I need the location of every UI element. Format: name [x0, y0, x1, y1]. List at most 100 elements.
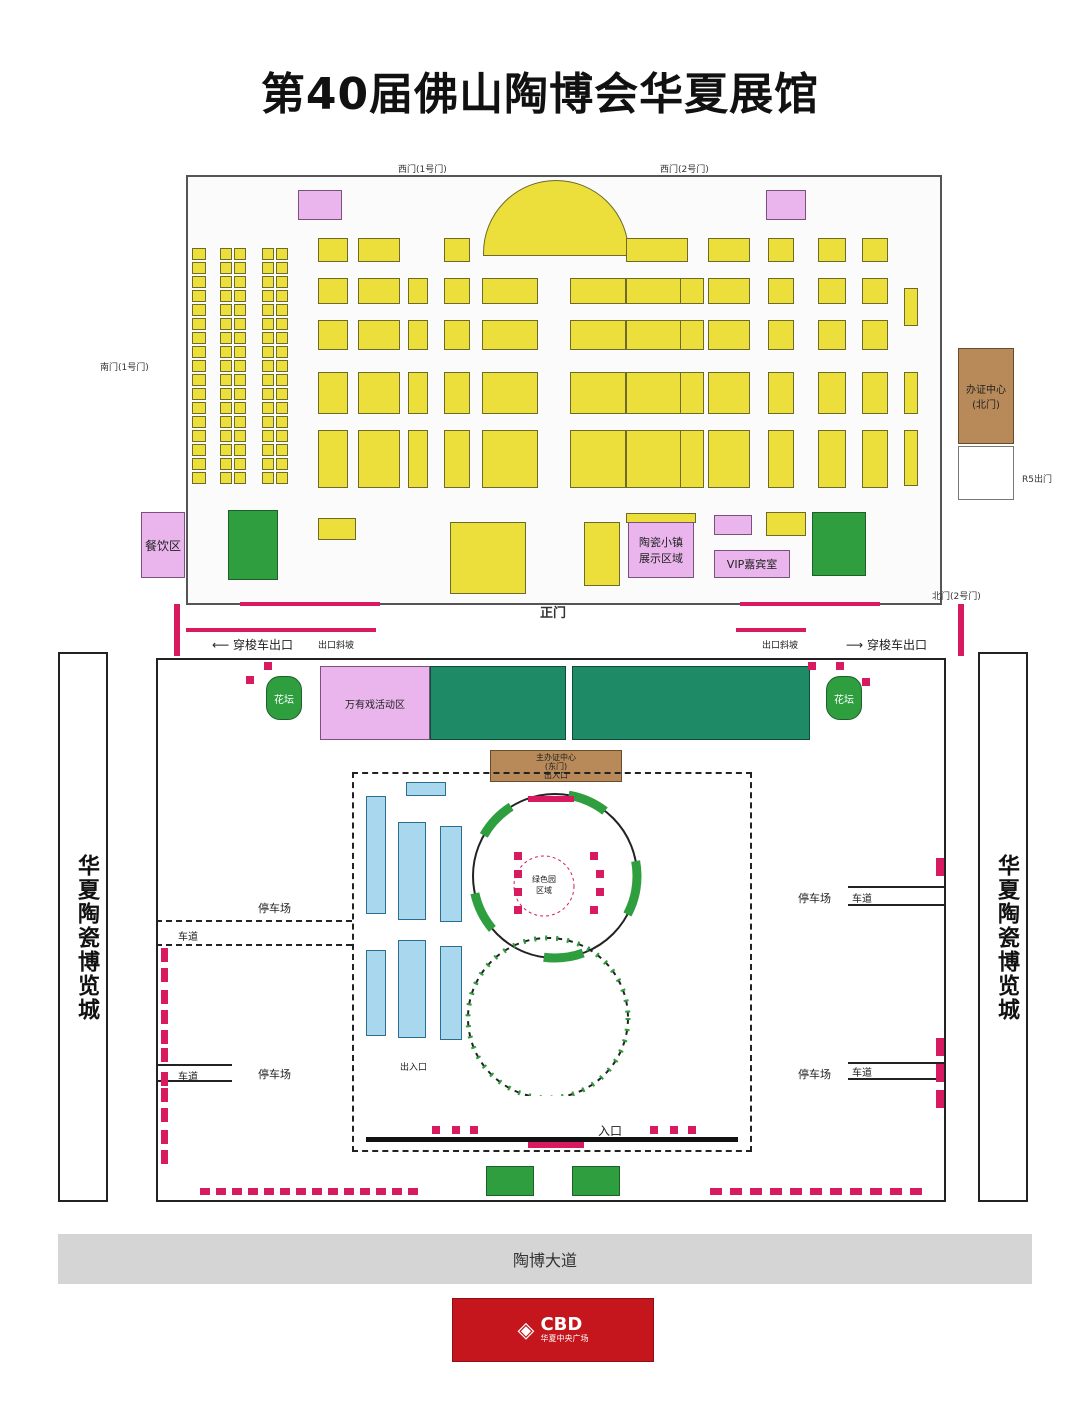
- road: 陶博大道: [58, 1234, 1032, 1284]
- booth-marker: [790, 1188, 802, 1195]
- blue-booth-col-6: [440, 946, 462, 1040]
- booth-block: [192, 360, 206, 372]
- lane-left-upper: 车道: [178, 932, 198, 943]
- lane-left-lower: 车道: [178, 1072, 198, 1083]
- booth-block: [220, 444, 232, 456]
- booth-block: [234, 472, 246, 484]
- green-block-left: [486, 1166, 534, 1196]
- booth-block: [680, 372, 704, 414]
- parking-left-lower: 停车场: [258, 1068, 291, 1081]
- booth-block: [276, 416, 288, 428]
- blue-booth-col-5: [398, 940, 426, 1038]
- booth-block: [276, 360, 288, 372]
- booth-block: [768, 278, 794, 304]
- booth-block: [626, 278, 688, 304]
- booth-block: [408, 320, 428, 350]
- side-banner-left: 华夏陶瓷博览城: [58, 652, 108, 1202]
- booth-block: [276, 388, 288, 400]
- booth-block: [262, 304, 274, 316]
- booth-block: [318, 320, 348, 350]
- booth-block: [276, 458, 288, 470]
- in-out-label: 出入口: [400, 1063, 428, 1073]
- booth-marker: [890, 1188, 902, 1195]
- side-banner-right: 华夏陶瓷博览城: [978, 652, 1028, 1202]
- lane-line-right-upper-b: [848, 904, 944, 906]
- ramp-left: 出口斜坡: [318, 641, 355, 651]
- booth-marker: [936, 1090, 944, 1108]
- booth-block: [262, 290, 274, 302]
- lane-line-left-upper-b: [156, 944, 352, 946]
- booth-block: [192, 402, 206, 414]
- booth-block: [766, 512, 806, 536]
- booth-block: [234, 416, 246, 428]
- gate-north-2: 北门(2号门): [932, 592, 981, 602]
- booth-block: [234, 290, 246, 302]
- outdoor-plaza: [352, 772, 752, 1152]
- booth-block: [408, 278, 428, 304]
- entrance-label: 入口: [598, 1124, 623, 1138]
- booth-marker: [514, 888, 522, 896]
- booth-block: [708, 320, 750, 350]
- blue-booth-top: [406, 782, 446, 796]
- shuttle-bar-left: [186, 628, 376, 632]
- booth-marker: [470, 1126, 478, 1134]
- shuttle-exit-right: ⟶ 穿梭车出口: [846, 636, 927, 653]
- lane-line-right-lower-a: [848, 1062, 944, 1064]
- inner-circle: [513, 855, 575, 917]
- cbd-logo-icon: ◈: [517, 1317, 535, 1343]
- ramp-right: 出口斜坡: [762, 641, 799, 651]
- booth-block: [262, 458, 274, 470]
- booth-block: [444, 238, 470, 262]
- booth-block: [862, 372, 888, 414]
- gate-strip-w-left: [240, 602, 380, 606]
- lane-line-left-lower-b: [156, 1080, 232, 1082]
- booth-marker: [670, 1126, 678, 1134]
- gate-r5: R5出门: [1022, 475, 1052, 485]
- green-zone-label: 绿色园 区域: [532, 875, 556, 895]
- booth-marker: [514, 870, 522, 878]
- booth-block: [220, 248, 232, 260]
- booth-marker: [870, 1188, 882, 1195]
- booth-marker: [360, 1188, 370, 1195]
- booth-marker: [248, 1188, 258, 1195]
- booth-marker: [161, 968, 168, 982]
- booth-block: [192, 388, 206, 400]
- office-center: 办证中心 (北门): [958, 348, 1014, 444]
- booth-block: [262, 276, 274, 288]
- booth-block: [234, 332, 246, 344]
- booth-block: [220, 262, 232, 274]
- shuttle-bar-right: [736, 628, 806, 632]
- booth-block: [680, 320, 704, 350]
- booth-block: [358, 238, 400, 262]
- gate-main: 正门: [540, 606, 567, 621]
- booth-block: [220, 472, 232, 484]
- booth-block: [234, 388, 246, 400]
- booth-block: [862, 320, 888, 350]
- booth-marker: [216, 1188, 226, 1195]
- hall-room-small: [714, 515, 752, 535]
- booth-block: [818, 278, 846, 304]
- booth-block: [220, 416, 232, 428]
- booth-block: [262, 430, 274, 442]
- booth-block: [818, 372, 846, 414]
- booth-marker: [161, 1130, 168, 1144]
- booth-marker: [836, 662, 844, 670]
- booth-block: [358, 320, 400, 350]
- booth-block: [192, 262, 206, 274]
- booth-block: [358, 430, 400, 488]
- booth-marker: [344, 1188, 354, 1195]
- booth-marker: [312, 1188, 322, 1195]
- hall-room-west: [298, 190, 342, 220]
- shuttle-exit-left-label: 穿梭车出口: [233, 638, 294, 652]
- upper-circle-green: [468, 789, 642, 963]
- booth-block: [220, 346, 232, 358]
- booth-marker: [514, 852, 522, 860]
- booth-block: [408, 430, 428, 488]
- booth-block: [680, 430, 704, 488]
- booth-block: [262, 248, 274, 260]
- flowerbed-left: 花坛: [266, 676, 302, 720]
- booth-block: [220, 458, 232, 470]
- booth-block: [276, 332, 288, 344]
- booth-marker: [200, 1188, 210, 1195]
- booth-marker: [161, 1048, 168, 1062]
